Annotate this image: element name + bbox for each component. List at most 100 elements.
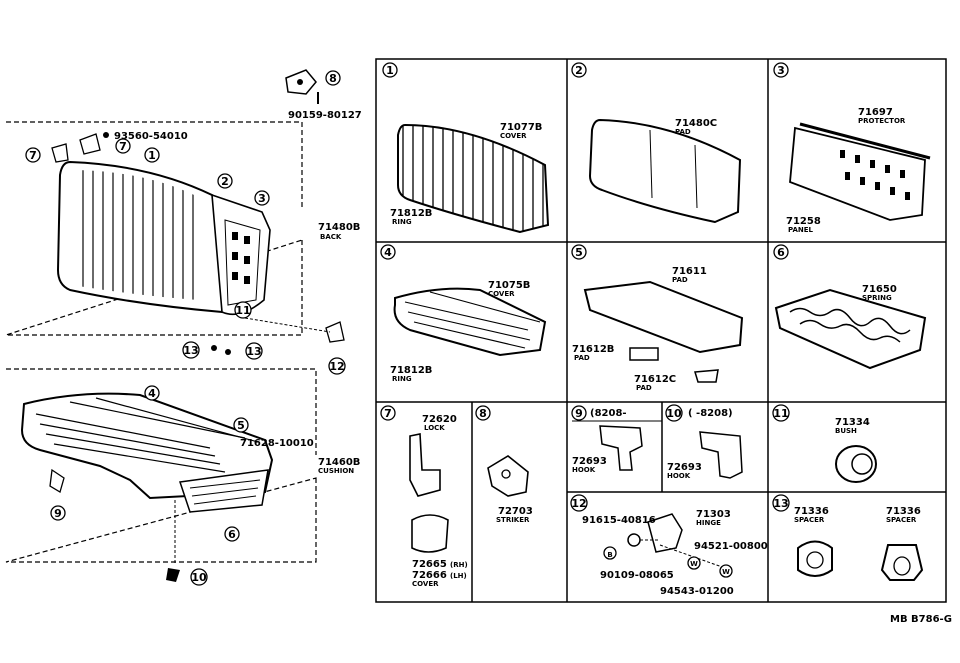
svg-text:71336: 71336 [794,506,829,517]
svg-text:(8208-: (8208- [590,408,627,419]
cushion-group-box [5,368,317,563]
svg-text:71336: 71336 [886,506,921,517]
svg-text:71303: 71303 [696,509,731,520]
bolt-part-number: 90159-80127 [288,110,362,121]
lock-7b-illustration [79,133,101,155]
svg-text:B: B [607,551,612,559]
panel-2-back-pad: 2 71480C PAD [571,62,742,224]
callout-12: 12 [328,357,346,375]
svg-text:W: W [690,560,698,568]
svg-text:RING: RING [392,218,412,226]
panel-8-striker: 8 72703 STRIKER [475,405,533,524]
svg-text:71812B: 71812B [390,365,432,376]
svg-text:6: 6 [777,246,785,259]
svg-text:(LH): (LH) [450,572,467,580]
seat-back-illustration [56,160,271,316]
svg-text:11: 11 [773,407,788,420]
svg-text:72693: 72693 [667,462,702,473]
svg-text:71812B: 71812B [390,208,432,219]
svg-text:71612B: 71612B [572,344,614,355]
callout-9: 9 [50,505,66,521]
svg-text:6: 6 [228,528,236,541]
svg-text:5: 5 [575,246,583,259]
svg-text:PAD: PAD [675,128,691,136]
svg-text:STRIKER: STRIKER [496,516,530,524]
svg-text:90109-08065: 90109-08065 [600,570,674,581]
svg-text:71077B: 71077B [500,122,542,133]
svg-text:BUSH: BUSH [835,427,857,435]
svg-text:LOCK: LOCK [424,424,445,432]
svg-text:12: 12 [329,360,344,373]
callout-10: 10 [190,568,208,586]
svg-text:9: 9 [54,507,62,520]
hook-9-illustration [49,468,65,493]
callout-5: 5 [233,417,249,433]
svg-text:1: 1 [386,64,394,77]
diagram-code: MB B786-G [890,614,952,625]
screw-part-number: 93560-54010 [114,131,188,142]
svg-text:7: 7 [384,407,392,420]
svg-text:SPACER: SPACER [886,516,917,524]
panel-6-spring: 6 71650 SPRING [773,244,927,370]
svg-text:PROTECTOR: PROTECTOR [858,117,906,125]
callout-7b: 7 [115,138,131,154]
svg-text:HINGE: HINGE [696,519,721,527]
svg-text:91615-40816: 91615-40816 [582,515,656,526]
callout-w2: W [719,564,733,578]
cushion-label: CUSHION [318,467,354,475]
svg-text:PAD: PAD [636,384,652,392]
svg-text:72620: 72620 [422,414,457,425]
cushion-part-number: 71460B [318,457,360,468]
panel-3-protector-panel: 3 71697 PROTECTOR 71258 PANEL [773,62,931,234]
svg-text:( -8208): ( -8208) [688,408,733,419]
panel-12-hinge: 12 B W W 71303 HINGE 91615-40816 90109-0… [570,494,768,597]
svg-text:72665: 72665 [412,559,447,570]
svg-text:(RH): (RH) [450,561,468,569]
svg-text:PAD: PAD [574,354,590,362]
svg-text:5: 5 [237,419,245,432]
hinge-12-illustration [325,321,345,343]
svg-text:COVER: COVER [500,132,527,140]
svg-text:10: 10 [191,571,207,584]
svg-text:9: 9 [575,407,583,420]
callout-1: 1 [144,147,160,163]
svg-text:RING: RING [392,375,412,383]
svg-text:3: 3 [258,192,266,205]
seat-cushion-illustration [20,392,274,513]
svg-text:71075B: 71075B [488,280,530,291]
callout-13a: 13 [182,341,200,359]
svg-text:71258: 71258 [786,216,821,227]
svg-text:2: 2 [221,175,229,188]
panel-11-bush: 11 71334 BUSH [772,404,877,483]
svg-text:4: 4 [384,246,392,259]
svg-text:7: 7 [29,149,37,162]
callout-6: 6 [224,526,240,542]
callout-3: 3 [254,190,270,206]
svg-text:10: 10 [666,407,682,420]
back-part-number: 71480B [318,222,360,233]
svg-text:71334: 71334 [835,417,870,428]
svg-text:72666: 72666 [412,570,447,581]
svg-text:7: 7 [119,140,127,153]
svg-text:4: 4 [148,387,156,400]
hook-10-illustration [166,568,180,582]
svg-text:SPRING: SPRING [862,294,892,302]
panel-1-back-cover: 1 71077B COVER 71812B RING [382,62,550,234]
clip-part-number: 71628-10010 [240,438,314,449]
leader-12 [244,317,331,333]
svg-text:SPACER: SPACER [794,516,825,524]
bracket-8-illustration [285,69,319,104]
svg-text:11: 11 [235,304,250,317]
svg-text:PANEL: PANEL [788,226,814,234]
svg-text:8: 8 [329,72,337,85]
back-label: BACK [320,233,342,241]
svg-text:13: 13 [773,497,788,510]
svg-text:1: 1 [148,149,156,162]
svg-text:HOOK: HOOK [572,466,596,474]
svg-text:71697: 71697 [858,107,893,118]
svg-text:72703: 72703 [498,506,533,517]
svg-text:3: 3 [777,64,785,77]
svg-text:HOOK: HOOK [667,472,691,480]
callout-7a: 7 [25,147,41,163]
